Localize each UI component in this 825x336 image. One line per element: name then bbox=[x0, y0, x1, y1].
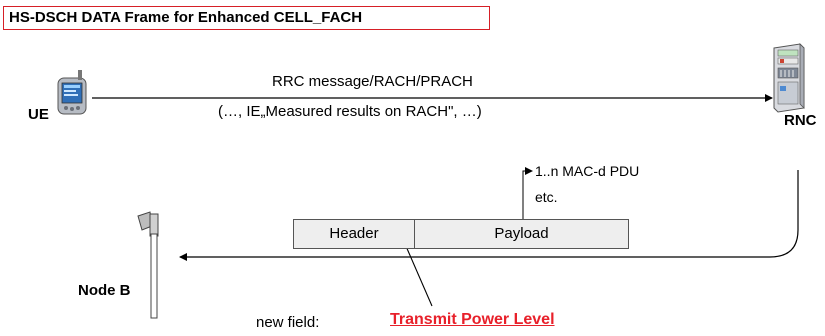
mobile-phone-icon bbox=[57, 70, 87, 115]
payload-etc-label: etc. bbox=[535, 189, 558, 205]
message-ie-label: (…, IE„Measured results on RACH", …) bbox=[218, 103, 482, 120]
node-b-label: Node B bbox=[78, 282, 131, 299]
antenna-mast-icon bbox=[137, 211, 159, 319]
message-label: RRC message/RACH/PRACH bbox=[272, 73, 473, 90]
rnc-server-icon bbox=[773, 43, 805, 113]
frame-payload-box: Payload bbox=[414, 219, 629, 249]
transmit-power-level-label: Transmit Power Level bbox=[390, 311, 555, 328]
payload-content-arrow bbox=[522, 167, 533, 219]
frame-header-box: Header bbox=[293, 219, 415, 249]
diagram-title: HS-DSCH DATA Frame for Enhanced CELL_FAC… bbox=[3, 6, 490, 30]
new-field-prefix: new field: bbox=[256, 314, 320, 331]
frame-delivery-arrow bbox=[179, 170, 799, 261]
payload-content-label: 1..n MAC-d PDU bbox=[535, 163, 640, 179]
ue-label: UE bbox=[28, 106, 49, 123]
rnc-label: RNC bbox=[784, 112, 817, 129]
